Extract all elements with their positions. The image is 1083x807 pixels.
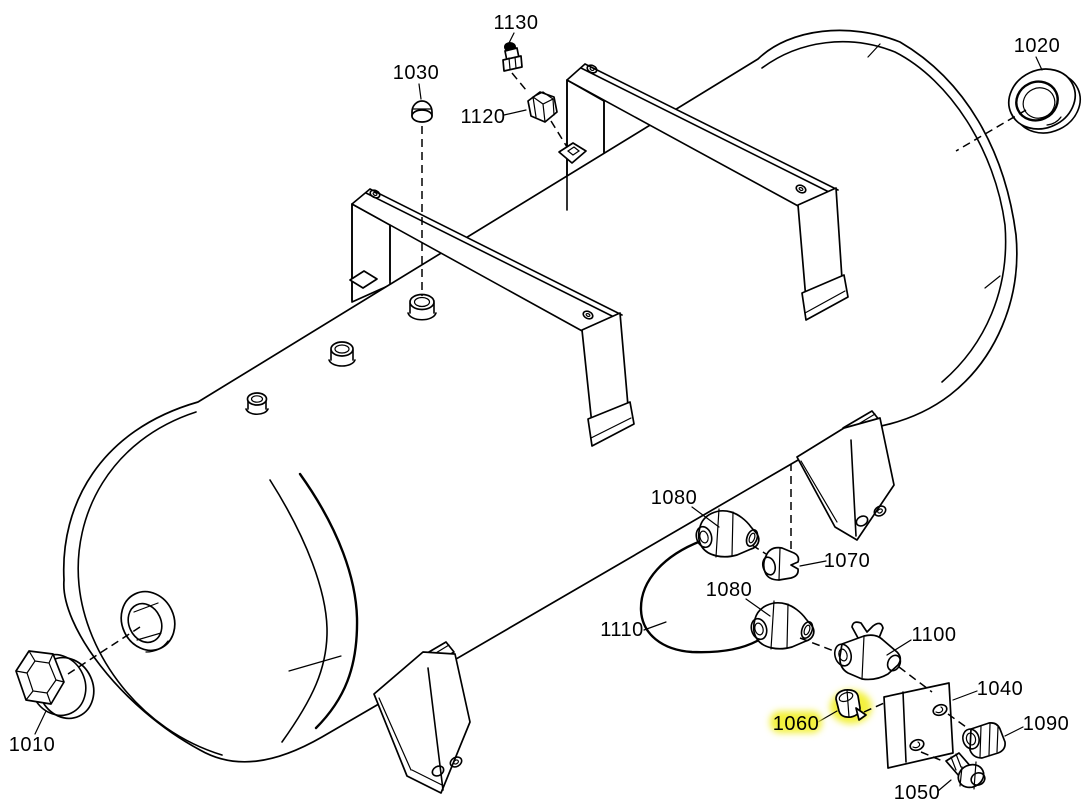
part-1110-drawing (639, 539, 759, 654)
assembly-centerlines (67, 72, 1027, 763)
part-1020-drawing (1007, 68, 1081, 134)
leg-bracket-center (373, 641, 471, 794)
part-1040-drawing (883, 682, 954, 769)
leg-bracket-right (796, 410, 895, 541)
tank-body (62, 29, 1018, 763)
port-boss-b (328, 341, 356, 367)
mounting-strap-right (558, 63, 849, 321)
port-boss-a (407, 293, 437, 321)
callout-1060-highlight (770, 711, 822, 733)
part-1130-drawing (502, 42, 523, 72)
callout-1060: 1060 (773, 713, 820, 735)
strap-port-pad (558, 142, 587, 164)
left-dome-rim-line (77, 411, 223, 756)
part-1070-drawing (761, 546, 800, 581)
callout-1120: 1120 (460, 106, 505, 128)
callout-1030: 1030 (393, 62, 440, 84)
tank-end-hub (120, 590, 176, 653)
callout-1070: 1070 (824, 550, 871, 572)
part-1010-drawing (15, 650, 95, 720)
callout-1130: 1130 (493, 12, 538, 34)
right-dome-seam (761, 40, 1007, 383)
callout-1010: 1010 (9, 734, 56, 756)
mounting-strap-left (349, 188, 635, 447)
callout-1110: 1110 (600, 619, 644, 641)
callout-labels: 1130 1030 1120 1020 1080 1070 1080 1110 … (9, 12, 1070, 804)
part-1050-drawing (945, 752, 986, 790)
part-1120-drawing (527, 91, 558, 123)
callout-1080b: 1080 (706, 579, 753, 601)
callout-1090: 1090 (1023, 713, 1070, 735)
part-1090-drawing (962, 722, 1006, 759)
callout-1100: 1100 (911, 624, 956, 646)
callout-1040: 1040 (977, 678, 1024, 700)
part-1030-drawing (411, 100, 433, 123)
callout-1080a: 1080 (651, 487, 698, 509)
callout-leaders (34, 32, 1043, 792)
callout-1020: 1020 (1014, 35, 1061, 57)
callout-1050: 1050 (894, 782, 941, 804)
part-1060-drawing (830, 689, 872, 724)
part-1100-drawing (833, 621, 902, 681)
left-dome-face-edge (298, 472, 359, 730)
port-boss-c (245, 392, 269, 416)
